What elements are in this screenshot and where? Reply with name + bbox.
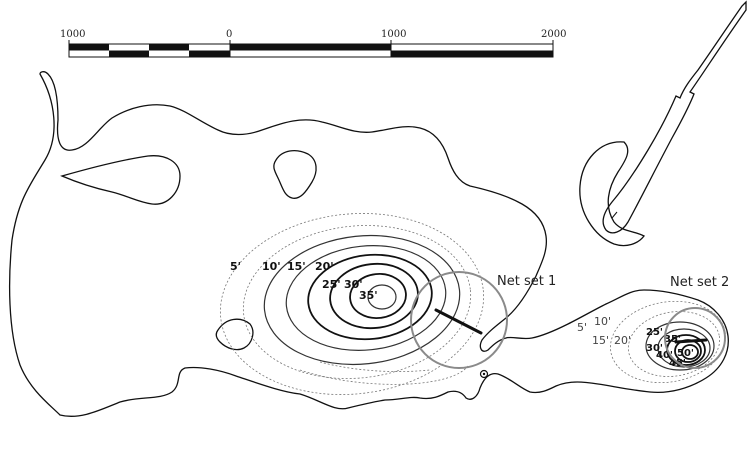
east-depth-label-40ft: 40' [656, 350, 673, 361]
depth-label-5ft: 5' [230, 260, 241, 273]
net-set-2-line [674, 338, 708, 344]
depth-label-35ft: 35' [359, 289, 378, 302]
depth-label-30ft: 30' [344, 278, 363, 291]
scale-label-2000: 2000 [541, 29, 566, 40]
scale-label-1000-right: 1000 [381, 29, 406, 40]
island-west [60, 155, 181, 205]
depth-label-15ft: 15' [287, 260, 306, 273]
net-set-2-circle [664, 307, 726, 369]
net-set-2-label: Net set 2 [670, 275, 729, 290]
east-depth-label-35ft: 35' [664, 334, 681, 345]
depth-label-10ft: 10' [262, 260, 281, 273]
east-depth-label-25ft: 25' [646, 327, 663, 338]
net-set-1-circle [410, 271, 508, 369]
depth-label-25ft: 25' [322, 278, 341, 291]
east-depth-label-50ft: 50' [677, 348, 694, 359]
survey-marker-icon [479, 369, 489, 379]
net-set-1: Net set 1 [410, 271, 556, 369]
east-depth-label-10ft: 10' [594, 315, 611, 328]
scale-bar: 1000 0 1000 2000 [60, 29, 566, 58]
east-depth-label-15ft: 15' [592, 334, 609, 347]
east-depth-label-20ft: 20' [614, 334, 631, 347]
net-set-2: Net set 2 [664, 275, 729, 369]
depth-label-20ft: 20' [315, 260, 334, 273]
east-depth-label-5ft: 5' [577, 321, 587, 334]
main-basin-contours [219, 213, 485, 395]
net-set-1-line [434, 308, 483, 335]
northeast-inlet [579, 0, 747, 247]
lake-shoreline [8, 71, 729, 417]
island-central [273, 149, 317, 199]
scale-label-1000-left: 1000 [60, 29, 85, 40]
scale-label-0: 0 [226, 29, 232, 40]
east-depth-label-30ft: 30' [646, 343, 663, 354]
net-set-1-label: Net set 1 [497, 274, 556, 289]
island-southwest [215, 318, 254, 351]
